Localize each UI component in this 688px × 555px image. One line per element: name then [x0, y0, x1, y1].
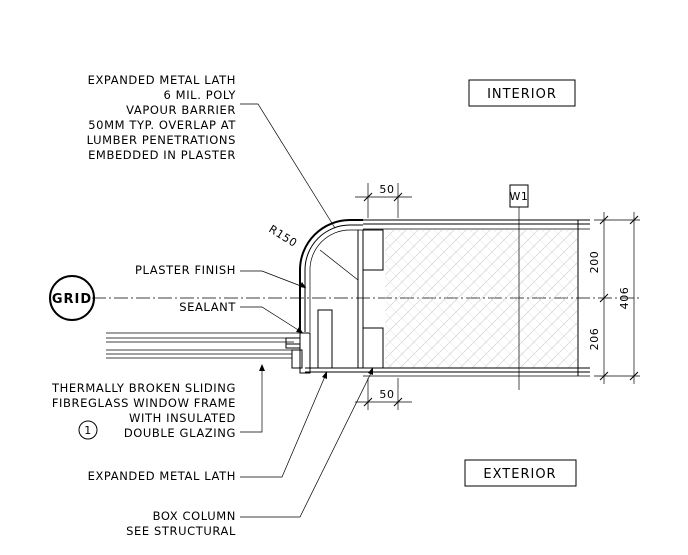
sealant-leader [240, 306, 304, 334]
plaster-finish-leader [240, 270, 307, 289]
dim-bottom-offset-text: 50 [379, 388, 394, 401]
window-tag-number: 1 [84, 424, 92, 437]
dim-top-offset-text: 50 [379, 183, 394, 196]
window-frame-leader [240, 368, 263, 433]
exterior-label-box [464, 459, 577, 487]
arrowhead [322, 371, 327, 379]
arrowhead [259, 364, 265, 371]
note-line: EMBEDDED IN PLASTER [88, 148, 236, 162]
dim-overall-text: 406 [618, 287, 631, 310]
dim-top-offset [355, 183, 412, 218]
box-column-leader [240, 370, 373, 518]
interior-label-box [468, 79, 576, 107]
note-line: 50MM TYP. OVERLAP AT [88, 118, 236, 132]
note-line: FIBREGLASS WINDOW FRAME [52, 396, 236, 410]
dim-upper-text: 200 [588, 251, 601, 274]
wall-tag: W1 [509, 190, 528, 203]
note-line: THERMALLY BROKEN SLIDING [51, 381, 236, 395]
interior-label: INTERIOR [487, 87, 557, 102]
note-line: SEE STRUCTURAL [126, 524, 236, 538]
lath-top-leader [240, 103, 336, 229]
dim-lower-text: 206 [588, 328, 601, 351]
dim-vertical [594, 212, 640, 384]
wall-section [299, 219, 590, 377]
sealant-note: SEALANT [179, 300, 236, 314]
plaster-finish-note: PLASTER FINISH [135, 263, 236, 277]
grid-label: GRID [52, 292, 92, 307]
dim-bottom-offset [355, 378, 412, 410]
lath-bottom-leader [240, 373, 327, 478]
note-line: BOX COLUMN [153, 509, 236, 523]
exterior-label: EXTERIOR [483, 467, 556, 482]
note-line: EXPANDED METAL LATH [88, 73, 236, 87]
window-frame-note: THERMALLY BROKEN SLIDING FIBREGLASS WIND… [51, 381, 236, 440]
arrowhead [368, 367, 373, 375]
radius-label: R150 [266, 223, 299, 250]
lath-bottom-note: EXPANDED METAL LATH [88, 469, 236, 483]
window-frame [106, 332, 311, 374]
note-line: DOUBLE GLAZING [124, 426, 236, 440]
insulation-hatch [385, 230, 577, 368]
note-line: WITH INSULATED [129, 411, 236, 425]
note-line: 6 MIL. POLY [164, 88, 237, 102]
window-tag-circle [78, 420, 98, 440]
box-column-note: BOX COLUMN SEE STRUCTURAL [126, 509, 236, 538]
grid-bubble [49, 275, 95, 321]
lath-top-note: EXPANDED METAL LATH 6 MIL. POLY VAPOUR B… [87, 73, 237, 162]
note-line: VAPOUR BARRIER [126, 103, 236, 117]
note-line: LUMBER PENETRATIONS [87, 133, 236, 147]
